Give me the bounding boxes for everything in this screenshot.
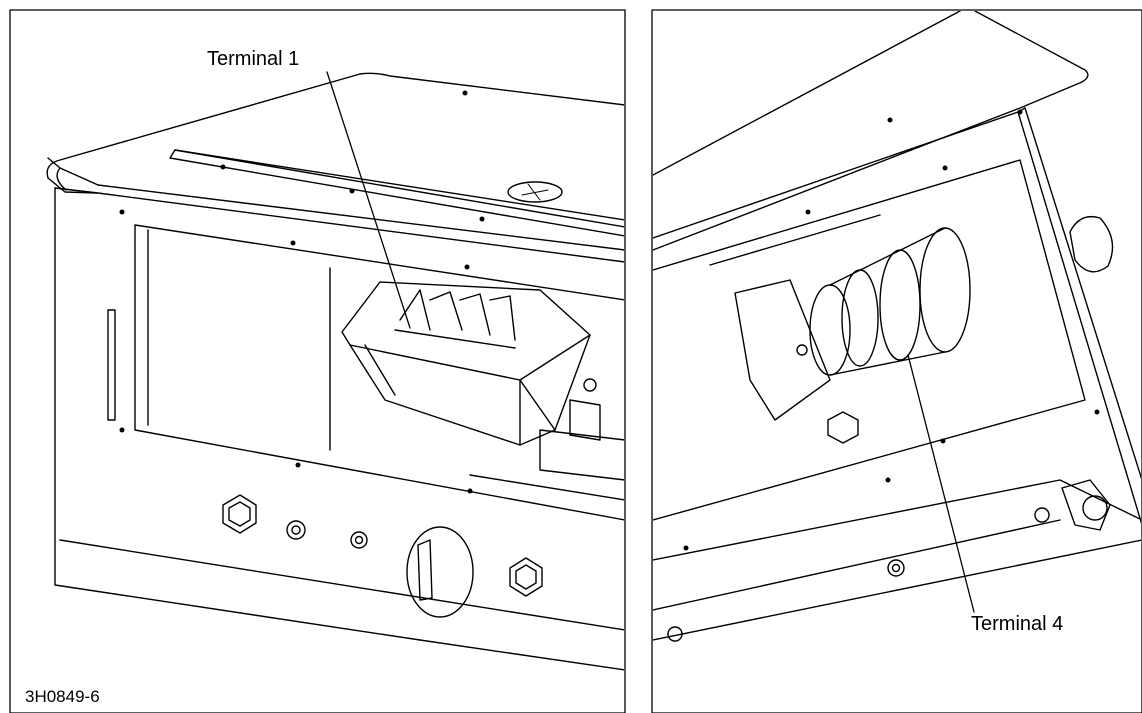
hex-bolt	[222, 494, 257, 534]
oval-opening	[406, 526, 474, 618]
top-cover	[653, 11, 1089, 251]
screw	[887, 559, 905, 577]
screw	[667, 626, 683, 642]
front-rail	[653, 479, 1141, 611]
top-hole	[507, 181, 563, 203]
side-wall	[1017, 107, 1141, 525]
terminal-4-label: Terminal 4	[971, 613, 1064, 635]
terminal-4-leader	[907, 354, 975, 613]
terminal-1-leader	[326, 71, 411, 329]
left-panel-border	[9, 9, 626, 713]
screw	[1034, 507, 1050, 523]
top-cover	[46, 72, 624, 251]
window-opening	[134, 224, 624, 521]
enclosure-front	[54, 187, 624, 671]
screw	[350, 531, 368, 549]
right-panel	[651, 9, 1142, 713]
side-slot	[107, 309, 116, 421]
lower-component	[539, 429, 624, 481]
hex-nut	[827, 411, 859, 444]
screw	[286, 520, 306, 540]
figure-reference-code: 3H0849-6	[25, 687, 100, 706]
rotary-switch	[734, 279, 831, 421]
top-rail	[169, 149, 624, 237]
switch-block	[341, 281, 591, 446]
window-opening	[653, 159, 1086, 521]
knob	[1069, 215, 1114, 273]
hex-bolt	[509, 557, 543, 597]
right-panel-border	[651, 9, 1142, 713]
terminal-1-label: Terminal 1	[207, 48, 300, 70]
fitting	[1061, 479, 1111, 531]
left-panel	[9, 9, 626, 713]
